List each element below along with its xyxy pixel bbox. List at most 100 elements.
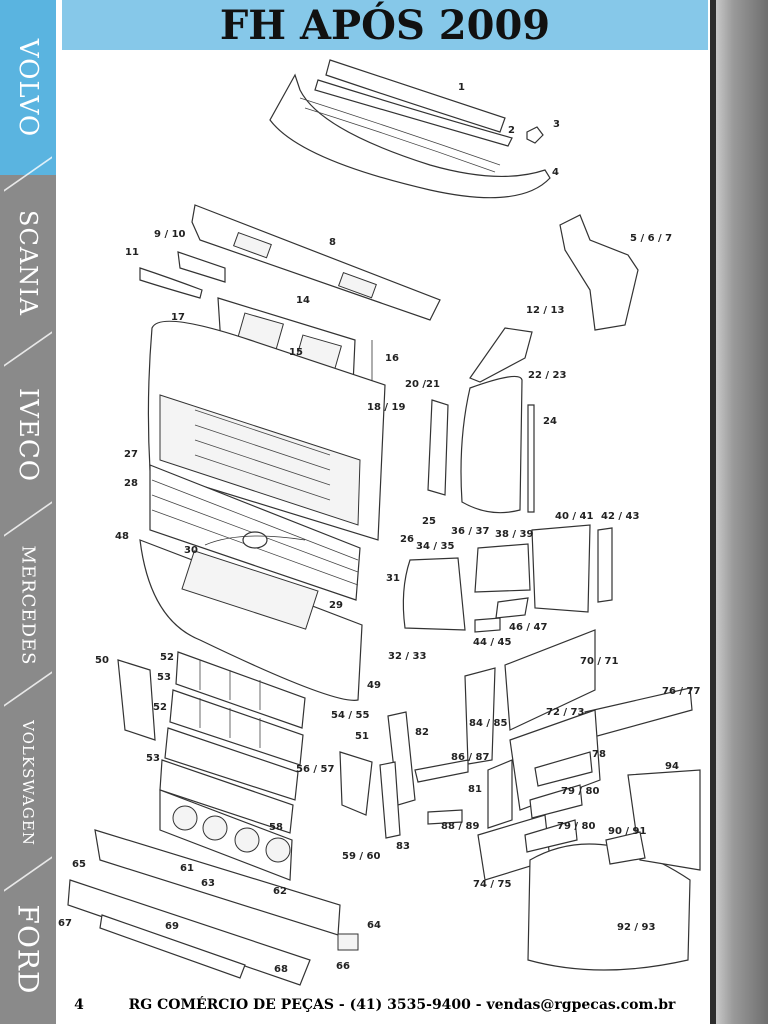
part-label: 81 <box>468 784 482 795</box>
part-label: 58 <box>269 822 283 833</box>
step-panel-72-73 <box>509 709 601 811</box>
deflector-51 <box>339 751 373 816</box>
part-label: 2 <box>508 125 515 136</box>
page-footer: 4 RG COMÉRCIO DE PEÇAS - (41) 3535-9400 … <box>62 990 708 1020</box>
part-label: 25 <box>422 516 436 527</box>
page-edge-line <box>710 0 716 1024</box>
part-label: 76 / 77 <box>662 686 700 697</box>
part-label: 28 <box>124 478 138 489</box>
brand-tab-iveco[interactable]: IVECO <box>0 350 56 537</box>
part-label: 79 / 80 <box>561 786 599 797</box>
title-banner: FH APÓS 2009 <box>62 0 708 50</box>
part-label: 38 / 39 <box>495 529 533 540</box>
part-label: 68 <box>274 964 288 975</box>
brand-tab-label: VOLKSWAGEN <box>19 719 37 846</box>
page-title: FH APÓS 2009 <box>219 1 551 49</box>
bracket-83 <box>379 761 401 839</box>
part-label: 53 <box>157 672 171 683</box>
part-label: 56 / 57 <box>296 764 334 775</box>
step-79-80a <box>529 784 583 819</box>
part-label: 9 / 10 <box>154 229 186 240</box>
part-label: 53 <box>146 753 160 764</box>
part-label: 4 <box>552 167 559 178</box>
part-label: 48 <box>115 531 129 542</box>
front-panel-frame <box>147 320 386 541</box>
part-label: 52 <box>160 652 174 663</box>
mudflap-94 <box>627 769 701 871</box>
bracket-84-85 <box>464 667 496 765</box>
part-label: 84 / 85 <box>469 718 507 729</box>
part-label: 92 / 93 <box>617 922 655 933</box>
mirror-housing <box>559 214 639 331</box>
bracket-81 <box>487 759 513 829</box>
part-label: 42 / 43 <box>601 511 639 522</box>
part-label: 1 <box>458 82 465 93</box>
brand-tab-mercedes[interactable]: MERCEDES <box>0 520 56 707</box>
part-label: 82 <box>415 727 429 738</box>
mirror-bracket <box>469 327 533 383</box>
part-label: 63 <box>201 878 215 889</box>
brand-tab-label: MERCEDES <box>17 545 39 665</box>
bracket-46-47 <box>495 597 529 619</box>
part-label: 12 / 13 <box>526 305 564 316</box>
part-label: 50 <box>95 655 109 666</box>
part-label: 29 <box>329 600 343 611</box>
brand-tab-ford[interactable]: FORD <box>0 875 56 1024</box>
part-label: 44 / 45 <box>473 637 511 648</box>
part-label: 78 <box>592 749 606 760</box>
part-label: 49 <box>367 680 381 691</box>
rear-fender-92-93 <box>527 843 691 971</box>
grab-handle <box>139 267 203 299</box>
bracket-20-21 <box>427 399 449 496</box>
part-label: 18 / 19 <box>367 402 405 413</box>
sun-visor-assembly <box>269 59 551 199</box>
part-label: 3 <box>553 119 560 130</box>
seal-strip-24 <box>527 404 535 513</box>
lower-frame <box>139 539 363 701</box>
handle-bracket <box>177 251 226 283</box>
main-grille <box>149 464 361 601</box>
part-label: 86 / 87 <box>451 752 489 763</box>
part-label: 88 / 89 <box>441 821 479 832</box>
lamp-holes <box>172 805 291 863</box>
step-79-80b <box>524 819 578 853</box>
part-label: 94 <box>665 761 679 772</box>
part-label: 69 <box>165 921 179 932</box>
bumper-assembly <box>67 829 359 986</box>
part-label: 17 <box>171 312 185 323</box>
lower-grille-stack <box>159 651 306 834</box>
part-label: 66 <box>336 961 350 972</box>
brand-tab-label: VOLVO <box>13 38 44 137</box>
part-label: 72 / 73 <box>546 707 584 718</box>
part-label: 5 / 6 / 7 <box>630 233 672 244</box>
fog-lamp-38-39 <box>474 543 531 593</box>
part-label: 83 <box>396 841 410 852</box>
side-bracket-42-43 <box>597 527 613 603</box>
part-label: 67 <box>58 918 72 929</box>
brand-tab-scania[interactable]: SCANIA <box>0 175 56 367</box>
side-deflector-50 <box>117 659 156 741</box>
bracket-44-45 <box>474 617 501 633</box>
part-label: 79 / 80 <box>557 821 595 832</box>
brand-sidebar: VOLVO SCANIA IVECO MERCEDES VOLKSWAGEN F… <box>0 0 56 1024</box>
corner-panel-22-23 <box>460 375 523 514</box>
part-label: 26 <box>400 534 414 545</box>
parts-diagram: 1 2 3 4 5 / 6 / 7 8 9 / 10 11 12 / 13 14… <box>58 59 701 986</box>
part-label: 16 <box>385 353 399 364</box>
part-label: 14 <box>296 295 310 306</box>
part-label: 24 <box>543 416 557 427</box>
part-label: 90 / 91 <box>608 826 646 837</box>
brand-tab-volvo[interactable]: VOLVO <box>0 0 56 192</box>
part-label: 20 /21 <box>405 379 440 390</box>
bracket-90-91 <box>605 831 646 865</box>
part-label: 61 <box>180 863 194 874</box>
part-label: 32 / 33 <box>388 651 426 662</box>
part-label: 51 <box>355 731 369 742</box>
part-label: 31 <box>386 573 400 584</box>
part-label: 52 <box>153 702 167 713</box>
bracket-86-87 <box>414 759 469 783</box>
brand-tab-volkswagen[interactable]: VOLKSWAGEN <box>0 690 56 892</box>
page-edge-shadow <box>710 0 768 1024</box>
part-label: 8 <box>329 237 336 248</box>
contact-line: RG COMÉRCIO DE PEÇAS - (41) 3535-9400 - … <box>128 997 676 1013</box>
